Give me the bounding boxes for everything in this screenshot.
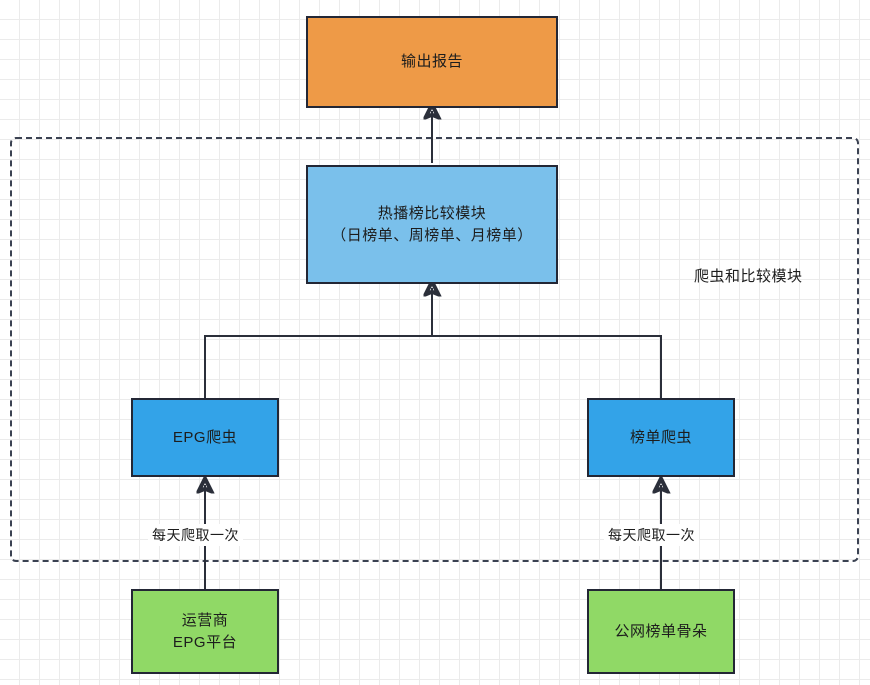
node-public-ranking-gudo[interactable]: 公网榜单骨朵 — [587, 589, 735, 674]
node-compare-module[interactable]: 热播榜比较模块 （日榜单、周榜单、月榜单） — [306, 165, 558, 284]
node-ranking-crawler[interactable]: 榜单爬虫 — [587, 398, 735, 477]
edge-label-epg-crawl-frequency: 每天爬取一次 — [148, 524, 243, 546]
node-epg-crawler[interactable]: EPG爬虫 — [131, 398, 279, 477]
node-operator-epg-platform[interactable]: 运营商 EPG平台 — [131, 589, 279, 674]
edge-label-ranking-crawl-frequency: 每天爬取一次 — [604, 524, 699, 546]
node-output-report[interactable]: 输出报告 — [306, 16, 558, 108]
crawler-compare-group-container — [10, 137, 859, 562]
group-label-crawler-compare: 爬虫和比较模块 — [694, 268, 803, 285]
